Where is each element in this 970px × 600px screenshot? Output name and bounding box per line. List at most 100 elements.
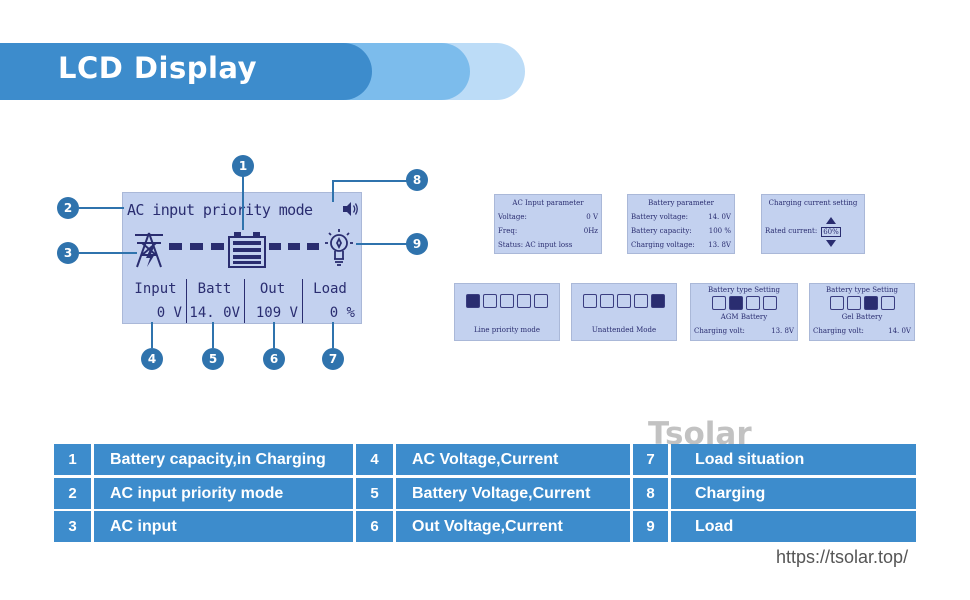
lcd-cell-batt: Batt 14. 0V [187, 279, 245, 323]
battery-type-icon [745, 296, 760, 310]
table-num: 1 [54, 444, 91, 475]
header-banner: LCD Display [0, 43, 525, 100]
leader-line-5 [212, 322, 214, 348]
battery-type-icon [728, 296, 743, 310]
mini-screen-battery: Battery parameter Battery voltage: 14. 0… [627, 194, 735, 254]
lcd-cell-out: Out 109 V [245, 279, 303, 323]
mini-subtitle: AGM Battery [720, 313, 768, 321]
mini-row-value: 100 % [708, 227, 731, 235]
mini-row: Charging voltage: 13. 8V [631, 241, 731, 249]
page-title: LCD Display [58, 51, 257, 85]
battery-type-icon [880, 296, 895, 310]
table-num: 2 [54, 478, 91, 509]
leader-line-3 [79, 252, 137, 254]
output-flow-line [269, 243, 319, 250]
mini-row: Rated current: 60% [765, 227, 861, 237]
mini-title: Battery type Setting [707, 286, 781, 294]
lcd-cell-value: 0 V [156, 305, 182, 321]
callout-3: 3 [57, 242, 79, 264]
battery-type-icon-row [691, 296, 797, 310]
mini-subtitle: Gel Battery [841, 313, 883, 321]
table-text: Load [671, 511, 916, 542]
lcd-cell-label: Out [259, 281, 286, 297]
mini-row: Voltage: 0 V [498, 213, 598, 221]
lcd-cell-load: Load 0 % [303, 279, 359, 323]
battery-type-icon-row [810, 296, 914, 310]
mini-row-value: 60% [821, 227, 841, 237]
bypass-mode-icon [651, 294, 665, 308]
eco-mode-icon [500, 294, 514, 308]
mini-screen-charging-current: Charging current setting Rated current: … [761, 194, 865, 254]
leader-line-9 [356, 243, 408, 245]
mini-row-label: Battery capacity: [631, 227, 692, 235]
leader-line-8 [332, 180, 408, 182]
table-num: 6 [356, 511, 393, 542]
table-text: Out Voltage,Current [396, 511, 630, 542]
lcd-cell-input: Input 0 V [127, 279, 187, 323]
leader-line-1 [242, 176, 244, 230]
table-text: AC input [94, 511, 353, 542]
leader-line-8b [332, 180, 334, 202]
callout-4: 4 [141, 348, 163, 370]
mini-screen-ac-input: AC Input parameter Voltage: 0 V Freq: 0H… [494, 194, 602, 254]
mini-row-label: Rated current: [765, 227, 818, 235]
mini-row-value: 13. 8V [771, 327, 794, 335]
mini-row-label: Battery voltage: [631, 213, 688, 221]
table-num: 7 [633, 444, 668, 475]
battery-icon [228, 232, 266, 268]
leader-line-2 [79, 207, 124, 209]
mini-row-value: 13. 8V [708, 241, 731, 249]
lcd-cell-label: Input [134, 281, 177, 297]
table-text: Battery Voltage,Current [396, 478, 630, 509]
mini-row-value: 0 V [586, 213, 598, 221]
mini-title: Charging current setting [768, 199, 858, 207]
battery-type-icon [711, 296, 726, 310]
bypass-mode-icon [534, 294, 548, 308]
mini-screen-agm: Battery type Setting AGM Battery Chargin… [690, 283, 798, 341]
load-bulb-icon [325, 229, 353, 266]
mini-screen-unattended: Unattended Mode [571, 283, 677, 341]
table-text: AC input priority mode [94, 478, 353, 509]
battery-type-icon [829, 296, 844, 310]
input-flow-line [169, 243, 224, 250]
tower-mode-icon [466, 294, 480, 308]
ac-tower-icon [135, 232, 163, 268]
table-text: Battery capacity,in Charging [94, 444, 353, 475]
callout-2: 2 [57, 197, 79, 219]
lcd-cell-value: 109 V [255, 305, 298, 321]
callout-5: 5 [202, 348, 224, 370]
up-down-arrow-icon [826, 217, 836, 247]
callout-7: 7 [322, 348, 344, 370]
table-text: AC Voltage,Current [396, 444, 630, 475]
table-text: Charging [671, 478, 916, 509]
mini-row-label: Voltage: [498, 213, 527, 221]
lcd-cell-value: 14. 0V [189, 305, 240, 321]
mini-title: AC Input parameter [512, 199, 584, 207]
mini-title: Battery parameter [648, 199, 714, 207]
callout-9: 9 [406, 233, 428, 255]
site-url: https://tsolar.top/ [776, 547, 909, 567]
table-num: 8 [633, 478, 668, 509]
table-num: 3 [54, 511, 91, 542]
banner-stripe-dark [0, 43, 372, 100]
mini-row-value: 14. 0V [708, 213, 731, 221]
legend-table: 1 Battery capacity,in Charging 4 AC Volt… [54, 444, 916, 542]
lcd-cell-label: Load [313, 281, 347, 297]
mini-row: Status: AC input loss [498, 241, 598, 249]
mini-title: Battery type Setting [825, 286, 899, 294]
battery-type-icon [762, 296, 777, 310]
mini-row: Charging volt: 14. 0V [813, 327, 911, 335]
eco-mode-icon [617, 294, 631, 308]
lcd-cell-value: 0 % [329, 305, 355, 321]
leader-line-7 [332, 322, 334, 348]
leader-line-4 [151, 322, 153, 348]
lcd-cell-label: Batt [197, 281, 232, 297]
battery-type-icon [863, 296, 878, 310]
callout-6: 6 [263, 348, 285, 370]
mini-caption: Line priority mode [473, 326, 541, 334]
table-text: Load situation [671, 444, 916, 475]
mini-row: Battery voltage: 14. 0V [631, 213, 731, 221]
mini-screen-line-priority: Line priority mode [454, 283, 560, 341]
mini-row-label: Freq: [498, 227, 518, 235]
leader-line-6 [273, 322, 275, 348]
